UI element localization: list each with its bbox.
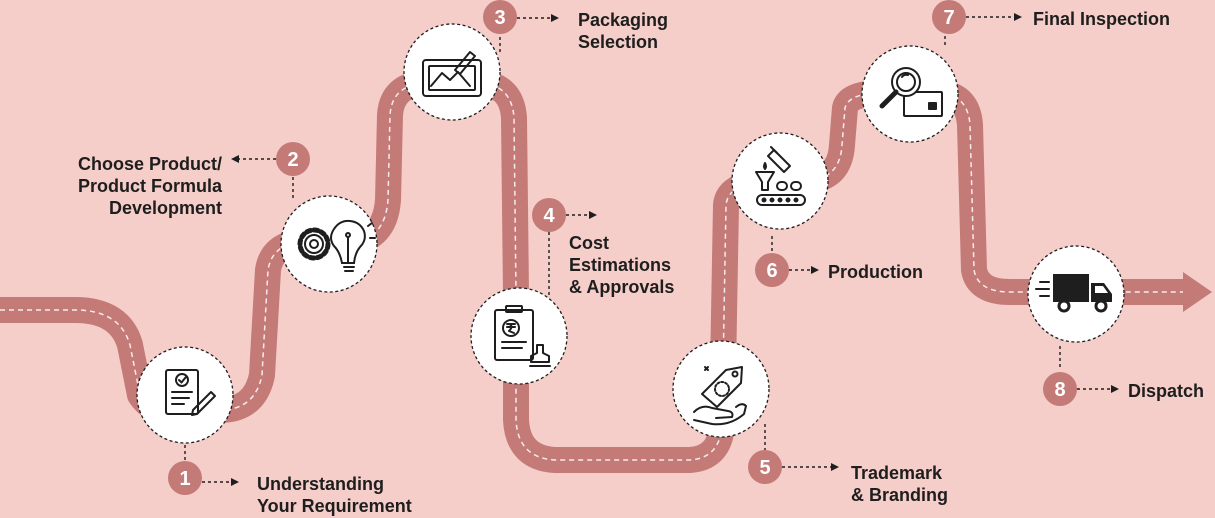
- delivery-truck-icon: [1035, 274, 1112, 313]
- step-5-circle: [672, 340, 770, 438]
- production-line-icon: [755, 146, 806, 206]
- step-6-label: Production: [828, 261, 923, 283]
- step-3-badge: 3: [483, 0, 517, 34]
- step-7-label: Final Inspection: [1033, 8, 1170, 30]
- step-1-badge: 1: [168, 461, 202, 495]
- step-2-label-line-2: Product Formula: [77, 176, 222, 196]
- step-4-number: 4: [543, 205, 555, 227]
- step-5-label-line-1: Trademark: [851, 463, 943, 483]
- step-3-label-line-2: Selection: [578, 32, 659, 52]
- checklist-pen-icon: [165, 369, 216, 416]
- step-7-badge: 7: [932, 0, 966, 34]
- step-3-label: Packaging Selection: [578, 9, 668, 53]
- step-8-number: 8: [1054, 379, 1065, 401]
- road-end-arrow: [1183, 272, 1212, 312]
- step-3-circle: [403, 23, 501, 121]
- design-tablet-icon: [422, 51, 482, 97]
- step-8-label-line-1: Dispatch: [1128, 381, 1205, 401]
- step-1-circle: [136, 346, 234, 444]
- step-2-number: 2: [287, 149, 298, 171]
- step-8-badge: 8: [1043, 372, 1077, 406]
- step-1-number: 1: [179, 468, 190, 490]
- step-4-label-line-2: Estimations: [569, 255, 672, 275]
- step-5-label: Trademark & Branding: [851, 462, 948, 506]
- step-2-badge: 2: [276, 142, 310, 176]
- step-4-label: Cost Estimations & Approvals: [569, 232, 674, 298]
- step-6-badge: 6: [755, 253, 789, 287]
- step-2-label-line-3: Development: [108, 198, 222, 218]
- connector-lines: [184, 13, 1119, 486]
- step-2-circle: [280, 195, 378, 293]
- step-4-circle: [470, 287, 568, 385]
- step-2-label: Choose Product/ Product Formula Developm…: [50, 153, 222, 219]
- rupee-document-stamp-icon: [494, 305, 551, 367]
- step-6-circle: [731, 132, 829, 230]
- gear-lightbulb-icon: [297, 219, 376, 272]
- step-3-label-line-1: Packaging: [578, 10, 669, 30]
- step-5-badge: 5: [748, 450, 782, 484]
- step-6-number: 6: [766, 260, 777, 282]
- step-4-label-line-1: Cost: [569, 233, 609, 253]
- tag-hand-icon: [693, 366, 747, 426]
- magnifier-box-icon: [879, 67, 943, 117]
- step-8-label: Dispatch: [1128, 380, 1204, 402]
- process-road: [0, 70, 1212, 473]
- step-1-label: Understanding Your Requirement: [257, 473, 412, 517]
- step-7-label-line-1: Final Inspection: [1033, 9, 1171, 29]
- step-4-badge: 4: [532, 198, 566, 232]
- step-4-label-line-3: & Approvals: [569, 277, 675, 297]
- step-5-label-line-2: & Branding: [851, 485, 948, 505]
- step-1-label-line-1: Understanding: [257, 474, 385, 494]
- step-6-label-line-1: Production: [828, 262, 923, 282]
- step-2-label-line-1: Choose Product/: [77, 154, 222, 174]
- step-7-number: 7: [943, 7, 954, 29]
- step-7-circle: [861, 45, 959, 143]
- step-1-label-line-2: Your Requirement: [257, 496, 412, 516]
- step-8-circle: [1027, 245, 1125, 343]
- step-3-number: 3: [494, 7, 505, 29]
- step-5-number: 5: [759, 457, 770, 479]
